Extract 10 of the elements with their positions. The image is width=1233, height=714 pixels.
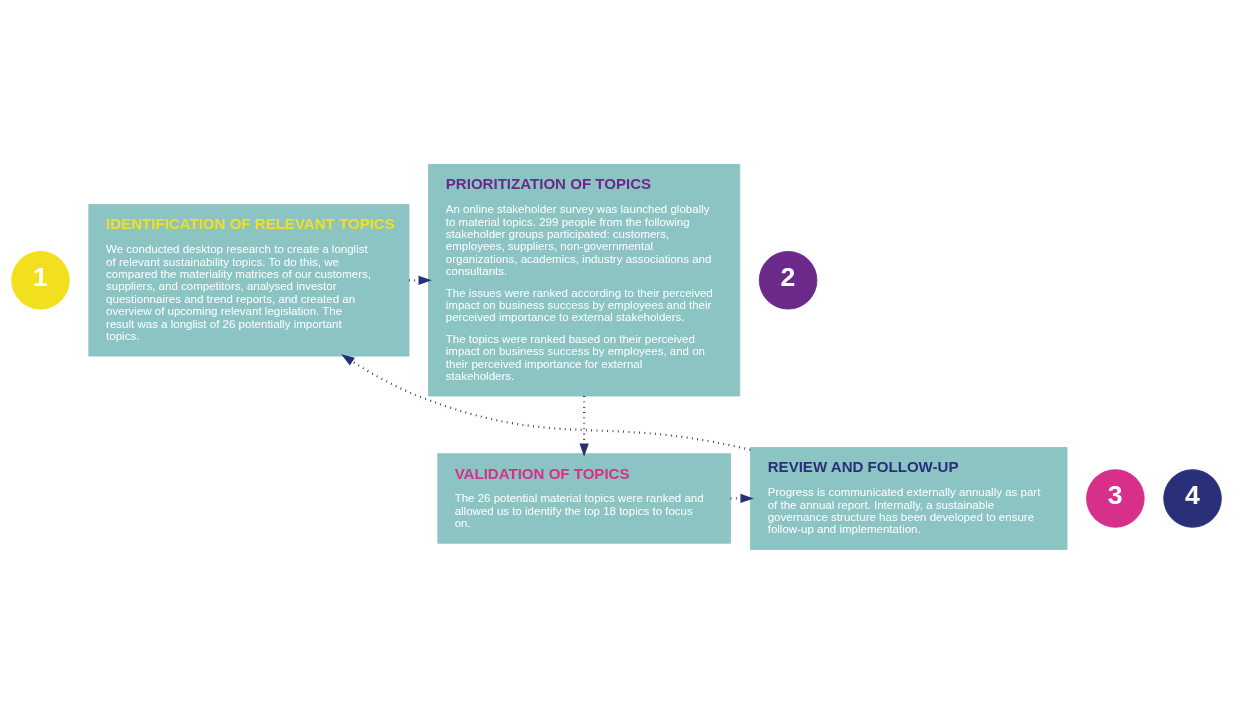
node-box: PRIORITIZATION OF TOPICS An online stakeholder survey was launched globally to material topics. 299 people from the following stakeholder groups participated: customers, employees, suppliers, non-governmental organizations, academics, industry associations and consultants. The issues were ranked according to their perceived impact on business success by employees and their perceived importance to external stakeholders. The topics were ranked based on their perceived impact on business success by employees, and on their perceived importance for external stakeholders. — [428, 164, 741, 397]
node-circle: 3 — [1086, 469, 1145, 528]
node-circle: 1 — [11, 251, 70, 310]
node-circle: 2 — [758, 251, 818, 310]
node-circle: 4 — [1163, 469, 1222, 528]
node-box: IDENTIFICATION OF RELEVANT TOPICS We conducted desktop research to create a longlist of relevant sustainability topics. To do this, we compared the materiality matrices of our customers, suppliers, and competitors, analysed investor questionnaires and trend reports, and created an overview of upcoming relevant legislation. The result was a longlist of 26 potentially important topics. — [88, 204, 410, 357]
node-box: REVIEW AND FOLLOW-UP Progress is communicated externally annually as part of the annual report. Internally, a sustainable governance structure has been developed to ensure follow-up and implementation. — [749, 447, 1068, 550]
arrow — [341, 354, 751, 451]
arrow — [579, 396, 589, 457]
node-box: VALIDATION OF TOPICS The 26 potential material topics were ranked and allowed us to identify the top 18 topics to focus on. — [437, 453, 731, 544]
